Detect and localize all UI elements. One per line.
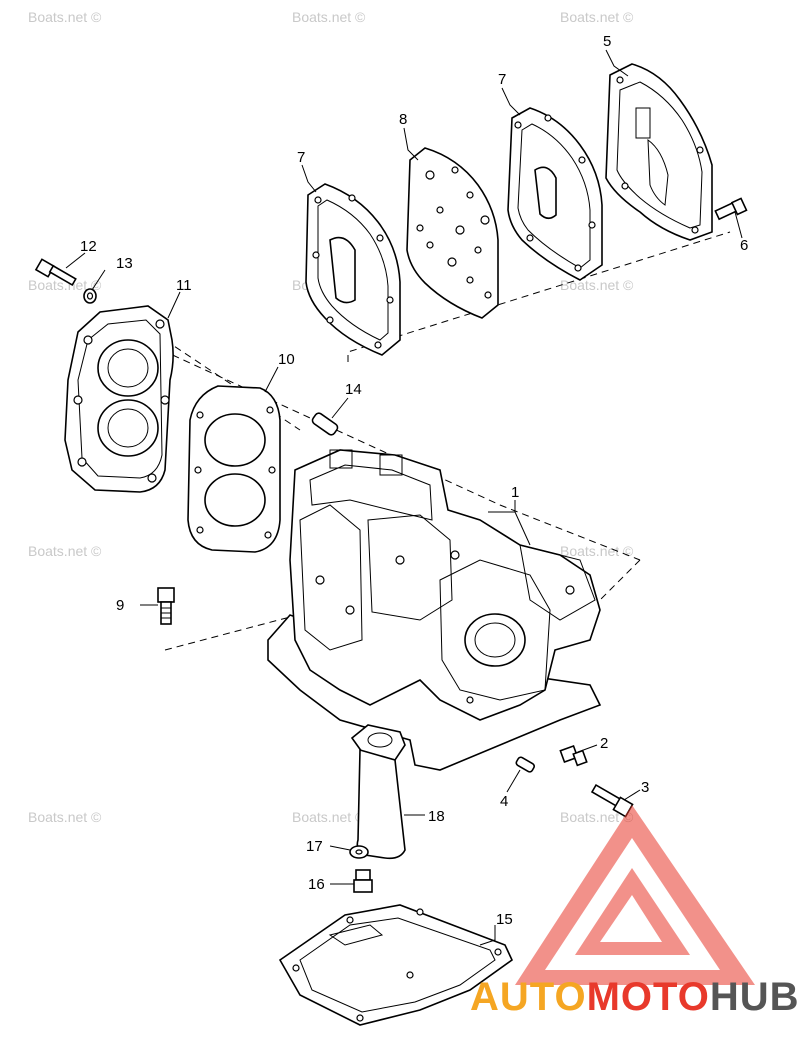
logo-wordmark: AUTOMOTOHUB [470, 975, 800, 1019]
part-cover-plate [605, 63, 713, 241]
callout-8: 8 [399, 111, 407, 128]
part-pin-4 [515, 756, 535, 773]
callout-4: 4 [500, 793, 508, 810]
callout-6: 6 [740, 237, 748, 254]
part-washer-14 [83, 288, 97, 304]
part-bolt-13 [34, 258, 77, 287]
callout-5: 5 [603, 33, 611, 50]
callout-10: 9 [116, 597, 124, 614]
watermarks: Boats.net © Boats.net © Boats.net © Boat… [28, 9, 634, 825]
part-plate-8 [406, 147, 499, 319]
watermark: Boats.net © [560, 9, 634, 25]
part-gasket-9 [278, 904, 514, 1026]
callout-13: 12 [80, 238, 97, 255]
part-gasket-7-right [507, 107, 603, 281]
part-bolt-10 [157, 587, 175, 625]
watermark: Boats.net © [560, 277, 634, 293]
part-gasket-7-left [305, 183, 401, 356]
callout-9: 15 [496, 911, 513, 928]
leader-lines [65, 49, 743, 946]
callout-18: 18 [428, 808, 445, 825]
callout-16: 16 [308, 876, 325, 893]
callout-11: 10 [278, 351, 295, 368]
callout-7-right: 7 [498, 71, 506, 88]
part-cylinder-block-1 [267, 449, 602, 771]
callout-14: 13 [116, 255, 133, 272]
automotohub-logo: AUTOMOTOHUB [470, 805, 800, 1019]
part-bolt-2 [559, 744, 588, 767]
watermark: Boats.net © [560, 809, 634, 825]
watermark: Boats.net © [28, 543, 102, 559]
watermark: Boats.net © [28, 809, 102, 825]
logo-triangle-icon [515, 805, 755, 985]
watermark: Boats.net © [28, 277, 102, 293]
callout-7-left: 7 [297, 149, 305, 166]
callout-2: 2 [600, 735, 608, 752]
part-washer-17 [349, 845, 369, 859]
watermark: Boats.net © [560, 543, 634, 559]
part-pipe-18 [350, 724, 406, 860]
part-dowel-15 [311, 412, 339, 436]
part-bolt-16 [353, 869, 373, 893]
callout-15: 14 [345, 381, 362, 398]
dashed-line [117, 329, 641, 561]
part-head-gasket-11 [187, 385, 281, 553]
part-screw-6 [714, 197, 748, 221]
callout-12: 11 [176, 277, 192, 294]
callout-1: 1 [511, 484, 519, 501]
dashed-line [347, 231, 731, 362]
dashed-line [599, 559, 641, 601]
watermark: Boats.net © [292, 9, 366, 25]
callout-3: 3 [641, 779, 649, 796]
part-cylinder-head-12 [64, 305, 174, 493]
watermark: Boats.net © [28, 9, 102, 25]
callout-17: 17 [306, 838, 323, 855]
watermark: Boats.net © [292, 809, 366, 825]
callout-numbers: 5 6 7 8 7 12 13 11 10 14 1 9 2 4 3 18 17… [80, 33, 748, 928]
